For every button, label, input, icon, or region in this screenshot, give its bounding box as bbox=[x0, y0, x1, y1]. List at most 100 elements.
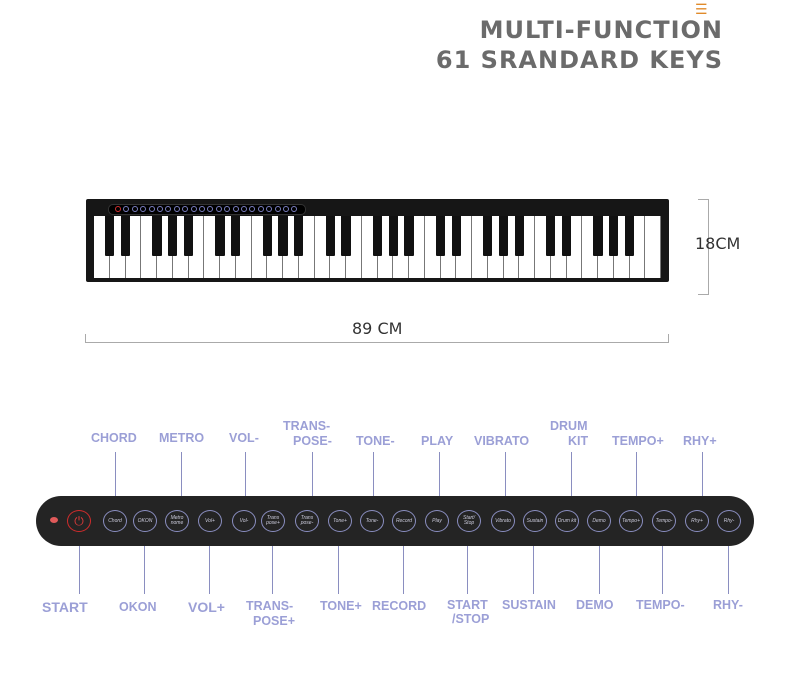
tempo-plus-button[interactable]: Tempo+ bbox=[619, 510, 643, 532]
transpose-plus-button[interactable]: Trans pose+ bbox=[261, 510, 285, 532]
label-transpose-plus-1: TRANS- bbox=[246, 599, 294, 613]
label-okon: OKON bbox=[119, 600, 157, 614]
strip-button-dot bbox=[182, 206, 189, 212]
leader-chord bbox=[115, 452, 116, 507]
leader-transpose-minus bbox=[312, 452, 313, 507]
black-key bbox=[105, 216, 115, 256]
black-key bbox=[278, 216, 288, 256]
black-key bbox=[561, 216, 572, 256]
width-dimension-label: 89 CM bbox=[352, 319, 403, 338]
tone-plus-button[interactable]: Tone+ bbox=[328, 510, 352, 532]
leader-sustain bbox=[533, 532, 534, 594]
leader-tempo-minus bbox=[662, 532, 663, 594]
width-dimension-line bbox=[85, 342, 669, 343]
black-key bbox=[294, 216, 304, 256]
vol-minus-button[interactable]: Vol- bbox=[232, 510, 256, 532]
indicator-led bbox=[50, 517, 58, 523]
vibrato-button[interactable]: Vibrato bbox=[491, 510, 515, 532]
label-tone-minus: TONE- bbox=[356, 434, 395, 448]
label-rhy-minus: RHY- bbox=[713, 598, 743, 612]
white-key bbox=[409, 216, 425, 278]
strip-button-dot bbox=[274, 206, 281, 212]
black-key bbox=[372, 216, 383, 256]
label-start-stop-2: /STOP bbox=[452, 612, 490, 626]
piano-keys bbox=[94, 216, 661, 278]
black-key bbox=[609, 216, 619, 256]
label-transpose-plus-2: POSE+ bbox=[253, 614, 296, 628]
leader-tone-minus bbox=[373, 452, 374, 507]
white-key bbox=[126, 216, 142, 278]
height-dimension-label: 18CM bbox=[695, 234, 741, 253]
label-tempo-minus: TEMPO- bbox=[636, 598, 685, 612]
black-key bbox=[152, 216, 162, 256]
black-key bbox=[262, 216, 272, 256]
leader-okon bbox=[144, 532, 145, 594]
label-vol-minus: VOL- bbox=[229, 431, 259, 445]
white-key bbox=[630, 216, 646, 278]
label-transpose-minus-1: TRANS- bbox=[283, 419, 331, 433]
black-key bbox=[231, 216, 241, 256]
black-key bbox=[120, 216, 131, 256]
white-key bbox=[346, 216, 362, 278]
width-dimension-cap-left bbox=[85, 334, 86, 343]
black-key bbox=[624, 216, 635, 256]
leader-start bbox=[79, 532, 80, 594]
sustain-button[interactable]: Sustain bbox=[523, 510, 547, 532]
drum-kit-button[interactable]: Drum kit bbox=[555, 510, 579, 532]
piano-keyboard-image bbox=[86, 199, 669, 282]
strip-button-dot bbox=[266, 206, 273, 212]
vol-plus-button[interactable]: Vol+ bbox=[198, 510, 222, 532]
white-key bbox=[645, 216, 661, 278]
label-sustain: SUSTAIN bbox=[502, 598, 556, 612]
title-line-1: MULTI-FUNCTION bbox=[479, 16, 723, 44]
strip-button-dot bbox=[148, 206, 155, 212]
label-drum-kit-1: DRUM bbox=[550, 419, 588, 433]
leader-rhy-minus bbox=[728, 532, 729, 594]
label-transpose-minus-2: POSE- bbox=[293, 434, 332, 448]
power-button[interactable]: ⏻ bbox=[67, 510, 91, 532]
play-button[interactable]: Play bbox=[425, 510, 449, 532]
strip-button-dot bbox=[207, 206, 214, 212]
label-play: PLAY bbox=[421, 434, 454, 448]
leader-tone-plus bbox=[338, 532, 339, 594]
leader-demo bbox=[599, 532, 600, 594]
white-key bbox=[236, 216, 252, 278]
tempo-minus-button[interactable]: Tempo- bbox=[652, 510, 676, 532]
leader-vol-minus bbox=[245, 452, 246, 507]
strip-button-dot bbox=[257, 206, 264, 212]
leader-record bbox=[403, 532, 404, 594]
strip-button-dot bbox=[215, 206, 222, 212]
demo-button[interactable]: Demo bbox=[587, 510, 611, 532]
black-key bbox=[451, 216, 461, 256]
rhy-minus-button[interactable]: Rhy- bbox=[717, 510, 741, 532]
label-drum-kit-2: KIT bbox=[568, 434, 589, 448]
strip-button-dot bbox=[157, 206, 163, 212]
okon-button[interactable]: OKON bbox=[133, 510, 157, 532]
menu-icon[interactable]: ☰ bbox=[695, 1, 708, 17]
leader-tempo-plus bbox=[636, 452, 637, 507]
black-key bbox=[483, 216, 493, 256]
start-stop-button[interactable]: Start/ Stop bbox=[457, 510, 481, 532]
rhy-plus-button[interactable]: Rhy+ bbox=[685, 510, 709, 532]
leader-vibrato bbox=[505, 452, 506, 507]
label-start-stop-1: START bbox=[447, 598, 488, 612]
black-key bbox=[514, 216, 524, 256]
width-dimension-cap-right bbox=[668, 334, 669, 343]
strip-button-dot bbox=[291, 206, 298, 212]
strip-button-dot bbox=[241, 206, 247, 212]
tone-minus-button[interactable]: Tone- bbox=[360, 510, 384, 532]
transpose-minus-button[interactable]: Trans pose- bbox=[295, 510, 319, 532]
label-start: START bbox=[42, 599, 88, 615]
chord-button[interactable]: Chord bbox=[103, 510, 127, 532]
strip-button-dot bbox=[123, 206, 130, 212]
black-key bbox=[183, 216, 194, 256]
metronome-button[interactable]: Metro nome bbox=[165, 510, 189, 532]
strip-button-dot bbox=[232, 206, 239, 212]
piano-control-strip bbox=[108, 204, 306, 215]
record-button[interactable]: Record bbox=[392, 510, 416, 532]
strip-button-dot bbox=[140, 206, 147, 212]
strip-button-dot bbox=[115, 206, 121, 212]
black-key bbox=[168, 216, 178, 256]
white-key bbox=[519, 216, 535, 278]
black-key bbox=[546, 216, 556, 256]
